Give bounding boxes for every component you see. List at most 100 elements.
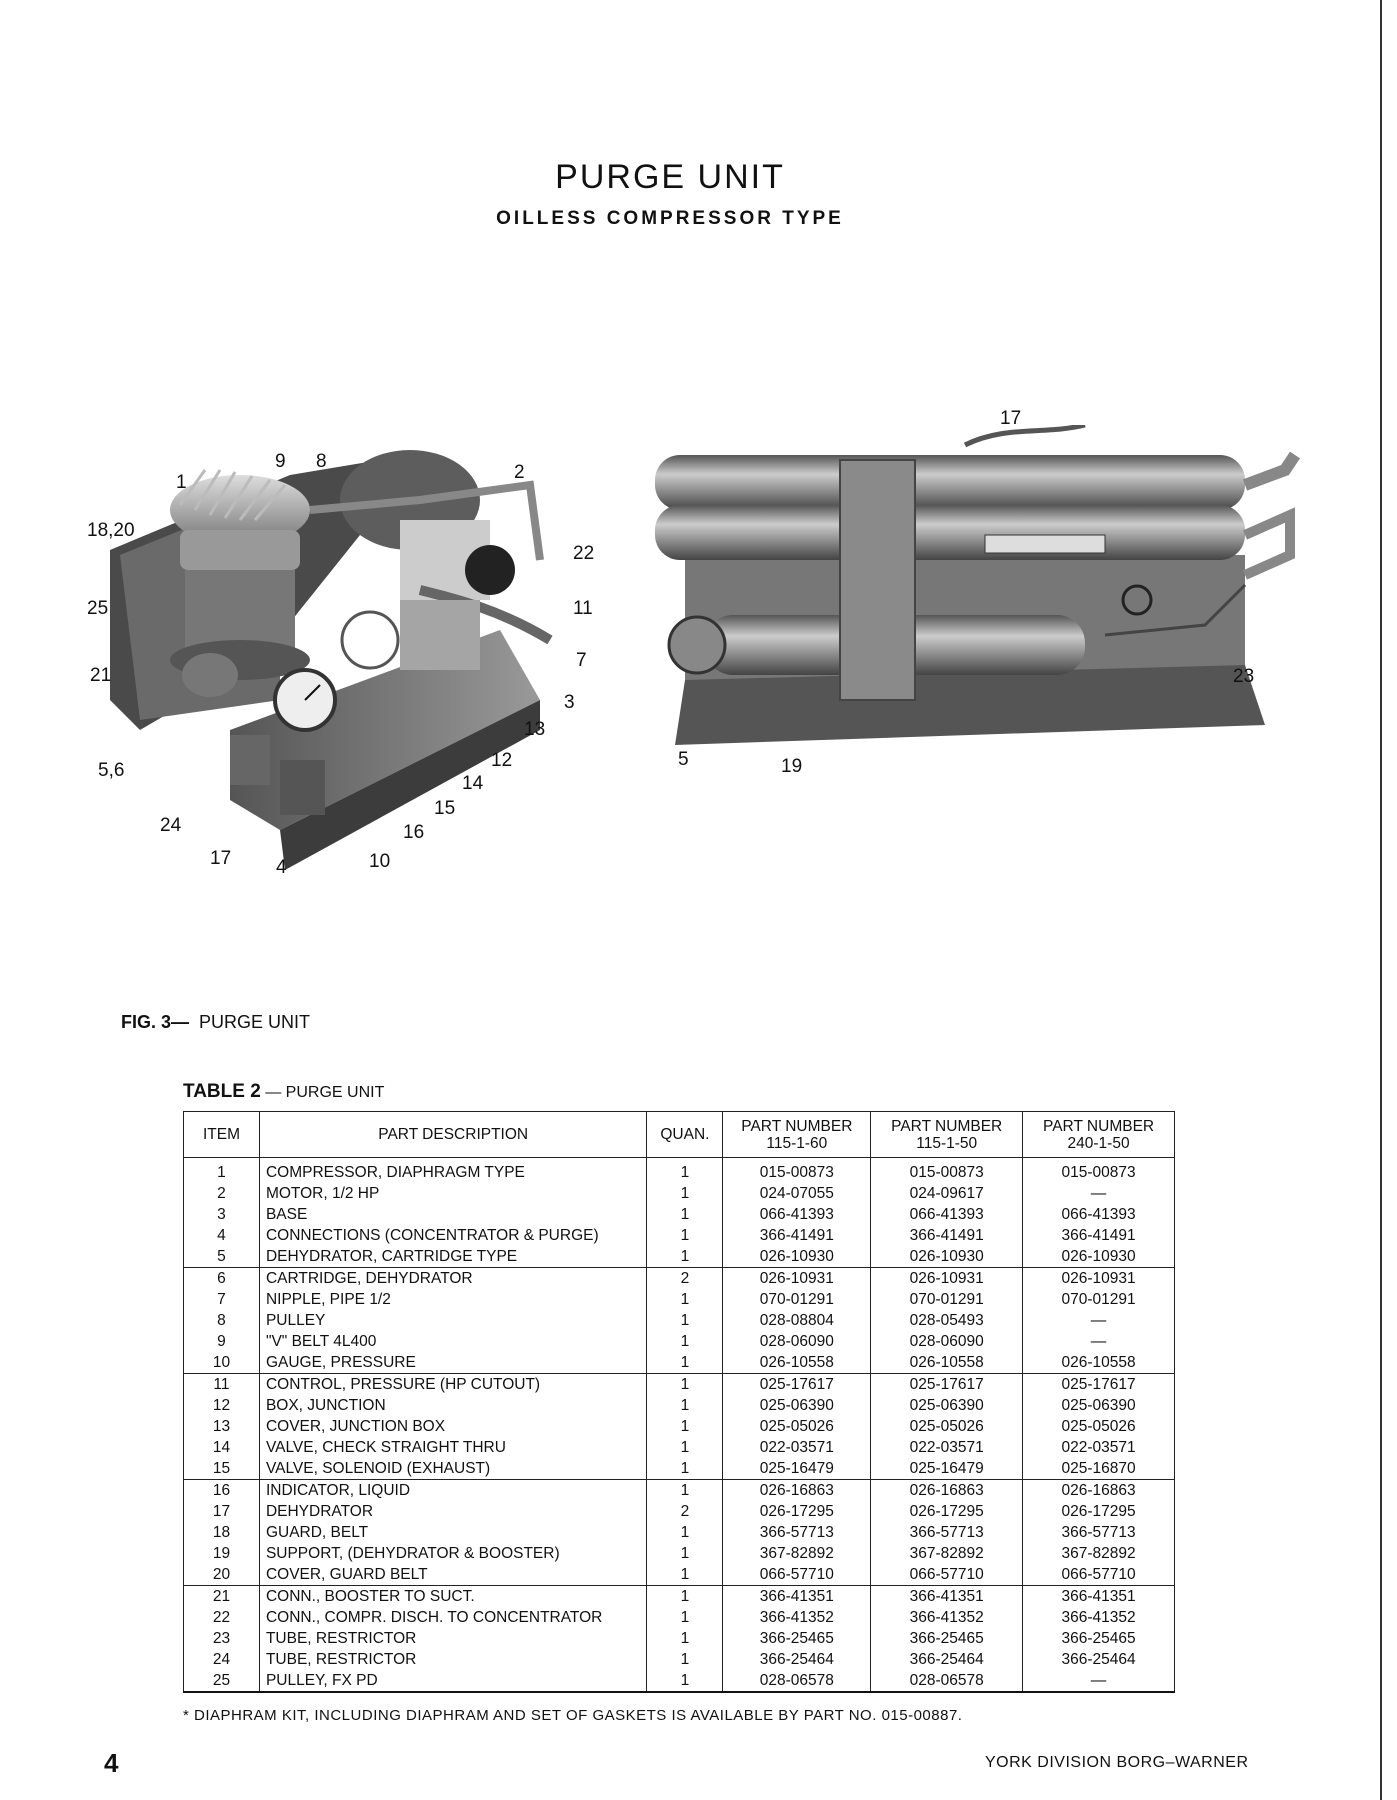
part-number-115-60-cell: 026-10558	[722, 1352, 872, 1374]
table-header-row: ITEM PART DESCRIPTION QUAN. PART NUMBER …	[183, 1111, 1175, 1158]
part-number-115-60-cell: 025-05026	[722, 1416, 872, 1437]
callout-13: 13	[524, 719, 546, 740]
quantity-cell: 1	[646, 1670, 724, 1693]
footer-division: YORK DIVISION BORG–WARNER	[985, 1754, 1249, 1771]
part-number-115-60-cell: 070-01291	[722, 1289, 872, 1310]
part-number-115-50-cell: 026-10931	[870, 1267, 1024, 1289]
quantity-cell: 1	[646, 1522, 724, 1543]
part-number-115-50-cell: 025-17617	[870, 1373, 1024, 1395]
callout-10: 10	[369, 851, 391, 872]
part-number-115-60-cell: 366-41491	[722, 1225, 872, 1246]
part-number-115-60-cell: 066-41393	[722, 1204, 872, 1225]
header-quantity: QUAN.	[646, 1111, 724, 1158]
part-number-115-60-cell: 367-82892	[722, 1543, 872, 1564]
callout-18-20: 18,20	[87, 520, 135, 541]
header-pn3-voltage: 240-1-50	[1067, 1134, 1130, 1152]
item-cell: 13	[183, 1416, 260, 1437]
part-number-240-50-cell: 025-06390	[1022, 1395, 1175, 1416]
quantity-cell: 1	[646, 1289, 724, 1310]
part-number-115-50-cell: 366-25464	[870, 1649, 1024, 1670]
part-number-115-60-cell: 366-25464	[722, 1649, 872, 1670]
part-number-240-50-cell: 066-41393	[1022, 1204, 1175, 1225]
quantity-cell: 1	[646, 1246, 724, 1268]
callout-8: 8	[316, 451, 327, 472]
part-number-240-50-cell: —	[1022, 1183, 1175, 1204]
part-number-115-50-cell: 367-82892	[870, 1543, 1024, 1564]
part-number-240-50-cell: 066-57710	[1022, 1564, 1175, 1586]
part-number-115-60-cell: 015-00873	[722, 1157, 872, 1183]
part-number-115-50-cell: 028-06090	[870, 1331, 1024, 1352]
quantity-cell: 1	[646, 1183, 724, 1204]
header-pn2-label: PART NUMBER	[891, 1117, 1003, 1135]
quantity-cell: 1	[646, 1352, 724, 1374]
page-number: 4	[104, 1748, 119, 1778]
header-part-number-115-50: PART NUMBER 115-1-50	[870, 1111, 1024, 1158]
part-number-115-50-cell: 066-57710	[870, 1564, 1024, 1586]
part-number-240-50-cell: 366-41491	[1022, 1225, 1175, 1246]
description-cell: BASE	[258, 1204, 648, 1225]
item-cell: 17	[183, 1501, 260, 1522]
part-number-115-60-cell: 366-41352	[722, 1607, 872, 1628]
callout-5-right: 5	[678, 749, 689, 770]
item-cell: 14	[183, 1437, 260, 1458]
description-cell: VALVE, SOLENOID (EXHAUST)	[258, 1458, 648, 1480]
part-number-240-50-cell: 366-41351	[1022, 1585, 1175, 1607]
part-number-240-50-cell: 026-17295	[1022, 1501, 1175, 1522]
part-number-115-60-cell: 026-10930	[722, 1246, 872, 1268]
part-number-115-60-cell: 366-25465	[722, 1628, 872, 1649]
item-cell: 3	[183, 1204, 260, 1225]
part-number-115-50-cell: 066-41393	[870, 1204, 1024, 1225]
part-number-115-50-cell: 024-09617	[870, 1183, 1024, 1204]
header-description: PART DESCRIPTION	[258, 1111, 648, 1158]
description-cell: VALVE, CHECK STRAIGHT THRU	[258, 1437, 648, 1458]
part-number-240-50-cell: 026-10930	[1022, 1246, 1175, 1268]
page-edge-line	[1380, 0, 1382, 1800]
part-number-240-50-cell: 022-03571	[1022, 1437, 1175, 1458]
description-cell: CONNECTIONS (CONCENTRATOR & PURGE)	[258, 1225, 648, 1246]
callout-3: 3	[564, 692, 575, 713]
part-number-240-50-cell: 366-25465	[1022, 1628, 1175, 1649]
part-number-115-60-cell: 026-17295	[722, 1501, 872, 1522]
part-number-115-60-cell: 025-17617	[722, 1373, 872, 1395]
part-number-115-60-cell: 366-41351	[722, 1585, 872, 1607]
quantity-cell: 1	[646, 1416, 724, 1437]
table-footnote: * DIAPHRAM KIT, INCLUDING DIAPHRAM AND S…	[183, 1707, 963, 1724]
callout-7: 7	[576, 650, 587, 671]
table-caption: TABLE 2 — PURGE UNIT	[183, 1081, 384, 1103]
callout-15: 15	[434, 798, 456, 819]
dehydrator-photo-right	[625, 425, 1320, 755]
part-number-240-50-cell: 026-16863	[1022, 1479, 1175, 1501]
quantity-cell: 1	[646, 1607, 724, 1628]
description-cell: TUBE, RESTRICTOR	[258, 1649, 648, 1670]
description-cell: SUPPORT, (DEHYDRATOR & BOOSTER)	[258, 1543, 648, 1564]
description-cell: NIPPLE, PIPE 1/2	[258, 1289, 648, 1310]
quantity-cell: 1	[646, 1479, 724, 1501]
callout-14: 14	[462, 773, 484, 794]
part-number-115-60-cell: 066-57710	[722, 1564, 872, 1586]
callout-1: 1	[176, 472, 187, 493]
part-number-240-50-cell: 366-25464	[1022, 1649, 1175, 1670]
callout-12: 12	[491, 750, 513, 771]
part-number-240-50-cell: —	[1022, 1331, 1175, 1352]
item-cell: 5	[183, 1246, 260, 1268]
part-number-115-50-cell: 366-25465	[870, 1628, 1024, 1649]
header-item: ITEM	[183, 1111, 260, 1158]
callout-9: 9	[275, 451, 286, 472]
description-cell: PULLEY, FX PD	[258, 1670, 648, 1693]
item-cell: 24	[183, 1649, 260, 1670]
part-number-240-50-cell: 015-00873	[1022, 1157, 1175, 1183]
description-cell: CONTROL, PRESSURE (HP CUTOUT)	[258, 1373, 648, 1395]
quantity-cell: 1	[646, 1458, 724, 1480]
table-caption-text: — PURGE UNIT	[265, 1084, 385, 1101]
item-cell: 20	[183, 1564, 260, 1586]
description-cell: PULLEY	[258, 1310, 648, 1331]
part-number-240-50-cell: 026-10558	[1022, 1352, 1175, 1374]
callout-25: 25	[87, 598, 109, 619]
